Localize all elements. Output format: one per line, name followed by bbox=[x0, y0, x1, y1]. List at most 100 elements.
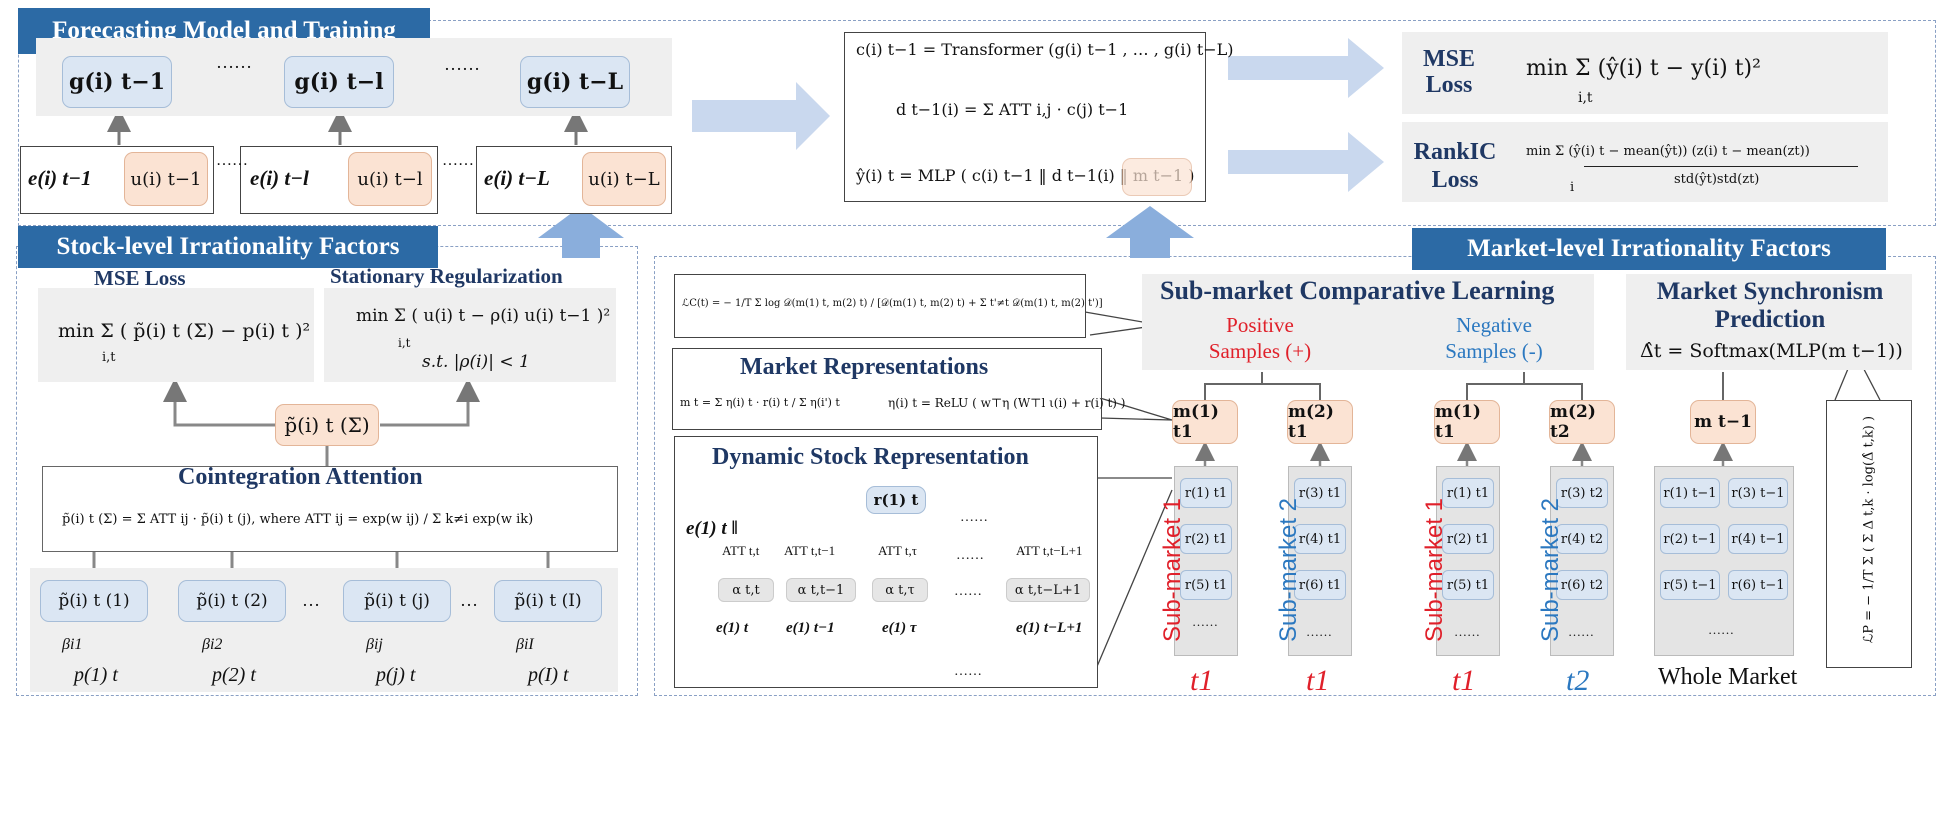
ellipsis: …… bbox=[954, 664, 982, 679]
dynamic-stock-title: Dynamic Stock Representation bbox=[712, 444, 1029, 470]
ellipsis: … bbox=[460, 590, 478, 610]
msp-title: Market Synchronism Prediction bbox=[1656, 278, 1884, 333]
sub-market-2-label: Sub-market 2 bbox=[1275, 497, 1302, 643]
r-node: r(6) t1 bbox=[1294, 570, 1346, 600]
market-representations-box bbox=[672, 348, 1102, 430]
att-label: ATT t,τ bbox=[878, 543, 917, 558]
negative-samples-label: Negative Samples (-) bbox=[1445, 313, 1543, 363]
ellipsis: …… bbox=[444, 54, 480, 74]
rankic-loss-equation: min Σ (ŷ(i) t − mean(ŷt)) (z(i) t − mean… bbox=[1526, 144, 1810, 159]
r-node: r(3) t2 bbox=[1556, 478, 1608, 508]
r-node: r(1) t1 bbox=[1442, 478, 1494, 508]
stock-mse-equation: min Σ ( p̃(i) t (Σ) − p(i) t )² bbox=[58, 320, 311, 342]
r-node: r(5) t1 bbox=[1180, 570, 1232, 600]
lp-loss-equation: ℒP = − 1/T Σ ( Σ Δ t,k · log(Δ̂ t,k) ) bbox=[1861, 415, 1877, 644]
e-bottom-label: e(1) t−1 bbox=[786, 620, 835, 636]
beta-label: βi2 bbox=[202, 636, 223, 653]
flow-arrow bbox=[1228, 132, 1384, 192]
market-level-header: Market-level Irrationality Factors bbox=[1412, 228, 1886, 270]
stationary-constraint: s.t. |ρ(i)| < 1 bbox=[422, 352, 530, 372]
att-label: ATT t,t−L+1 bbox=[1016, 543, 1083, 558]
mse-loss-subscript: i,t bbox=[1578, 90, 1593, 106]
dynamic-stock-box bbox=[674, 436, 1098, 688]
scl-panel bbox=[1142, 274, 1594, 370]
r-node: r(2) t1 bbox=[1180, 524, 1232, 554]
time-label: t1 bbox=[1306, 664, 1330, 697]
dsr-r-node: r(1) t bbox=[866, 486, 926, 514]
ellipsis: …… bbox=[216, 52, 252, 72]
alpha-node: α t,t−L+1 bbox=[1006, 578, 1090, 602]
e-label: e(i) t−L bbox=[484, 166, 550, 190]
r-node: r(6) t2 bbox=[1556, 570, 1608, 600]
r-node: r(3) t−1 bbox=[1728, 478, 1788, 508]
stationary-panel bbox=[324, 288, 616, 382]
dsr-e-label: e(1) t ‖ bbox=[686, 518, 738, 539]
msp-equation: Δ̂t = Softmax(MLP(m t−1)) bbox=[1640, 340, 1903, 362]
market-representations-title: Market Representations bbox=[740, 354, 989, 380]
sub-market-1-label: Sub-market 1 bbox=[1159, 497, 1186, 643]
msp-panel bbox=[1626, 274, 1912, 370]
attention-equation: d t−1(i) = Σ ATT i,j · c(j) t−1 bbox=[896, 100, 1129, 119]
mse-loss-equation: min Σ (ŷ(i) t − y(i) t)² bbox=[1526, 56, 1761, 81]
r-node: r(1) t1 bbox=[1180, 478, 1232, 508]
e-bottom-label: e(1) t−L+1 bbox=[1016, 620, 1083, 636]
e-bottom-label: e(1) τ bbox=[882, 620, 917, 636]
time-label: t2 bbox=[1566, 664, 1590, 697]
g-node: g(i) t−L bbox=[520, 56, 630, 108]
stationary-subscript: i,t bbox=[398, 336, 411, 350]
mlp-equation: ŷ(i) t = MLP ( c(i) t−1 ‖ d t−1(i) ‖ m t… bbox=[856, 166, 1195, 185]
rankic-loss-title: RankIC Loss bbox=[1413, 139, 1497, 193]
beta-label: βi1 bbox=[62, 636, 83, 653]
m-head-node: m(2) t1 bbox=[1287, 400, 1353, 444]
transformer-equation: c(i) t−1 = Transformer (g(i) t−1 , … , g… bbox=[856, 40, 1234, 59]
beta-label: βiI bbox=[516, 636, 534, 653]
p-tilde-node: p̃(i) t (2) bbox=[178, 580, 286, 622]
alpha-node: α t,t−1 bbox=[786, 578, 856, 602]
u-node: u(i) t−1 bbox=[124, 152, 208, 206]
ellipsis: …… bbox=[1708, 622, 1734, 637]
p-label: p(2) t bbox=[212, 664, 256, 686]
r-node: r(5) t1 bbox=[1442, 570, 1494, 600]
m-head-node: m(2) t2 bbox=[1549, 400, 1615, 444]
ellipsis: …… bbox=[1454, 624, 1480, 639]
rankic-denominator: std(ŷt)std(zt) bbox=[1674, 172, 1760, 187]
flow-arrow bbox=[692, 82, 830, 150]
p-label: p(1) t bbox=[74, 664, 118, 686]
stock-mse-panel bbox=[38, 288, 314, 382]
whole-market-label: Whole Market bbox=[1658, 664, 1798, 690]
flow-arrow bbox=[538, 206, 624, 258]
g-node: g(i) t−1 bbox=[62, 56, 172, 108]
ellipsis: …… bbox=[954, 584, 982, 599]
market-representation-equation: m t = Σ η(i) t · r(i) t / Σ η(i') t bbox=[680, 396, 840, 409]
e-bottom-label: e(1) t bbox=[716, 620, 749, 636]
ellipsis: … bbox=[302, 590, 320, 610]
contrastive-loss-equation: ℒC(t) = − 1/T Σ log 𝒟(m(1) t, m(2) t) / … bbox=[682, 298, 1103, 309]
p-label: p(j) t bbox=[376, 664, 416, 686]
flow-arrow bbox=[1228, 38, 1384, 98]
r-node: r(6) t−1 bbox=[1728, 570, 1788, 600]
r-node: r(2) t−1 bbox=[1660, 524, 1720, 554]
sub-market-1-label: Sub-market 1 bbox=[1421, 497, 1448, 643]
stock-mse-subscript: i,t bbox=[102, 350, 116, 365]
r-node: r(1) t−1 bbox=[1660, 478, 1720, 508]
e-label: e(i) t−1 bbox=[28, 166, 92, 190]
p-label: p(I) t bbox=[528, 664, 569, 686]
p-tilde-node: p̃(i) t (I) bbox=[494, 580, 602, 622]
market-level-frame bbox=[654, 256, 1936, 696]
alpha-node: α t,τ bbox=[872, 578, 928, 602]
scl-title: Sub-market Comparative Learning bbox=[1160, 276, 1555, 305]
fraction-bar bbox=[1584, 166, 1858, 167]
positive-samples-label: Positive Samples (+) bbox=[1208, 313, 1312, 363]
ellipsis: …… bbox=[960, 510, 988, 525]
stock-mse-title: MSE Loss bbox=[94, 266, 186, 290]
r-node: r(2) t1 bbox=[1442, 524, 1494, 554]
ellipsis: …… bbox=[1568, 624, 1594, 639]
eta-equation: η(i) t = ReLU ( w⊤η (W⊤l ι(i) + r(i) t) … bbox=[888, 396, 1126, 410]
att-label: ATT t,t−1 bbox=[784, 543, 836, 558]
stationary-equation: min Σ ( u(i) t − ρ(i) u(i) t−1 )² bbox=[356, 306, 611, 326]
sub-market-2-label: Sub-market 2 bbox=[1537, 497, 1564, 643]
r-node: r(4) t−1 bbox=[1728, 524, 1788, 554]
m-head-node: m t−1 bbox=[1690, 400, 1756, 444]
ellipsis: …… bbox=[442, 152, 474, 169]
r-node: r(5) t−1 bbox=[1660, 570, 1720, 600]
